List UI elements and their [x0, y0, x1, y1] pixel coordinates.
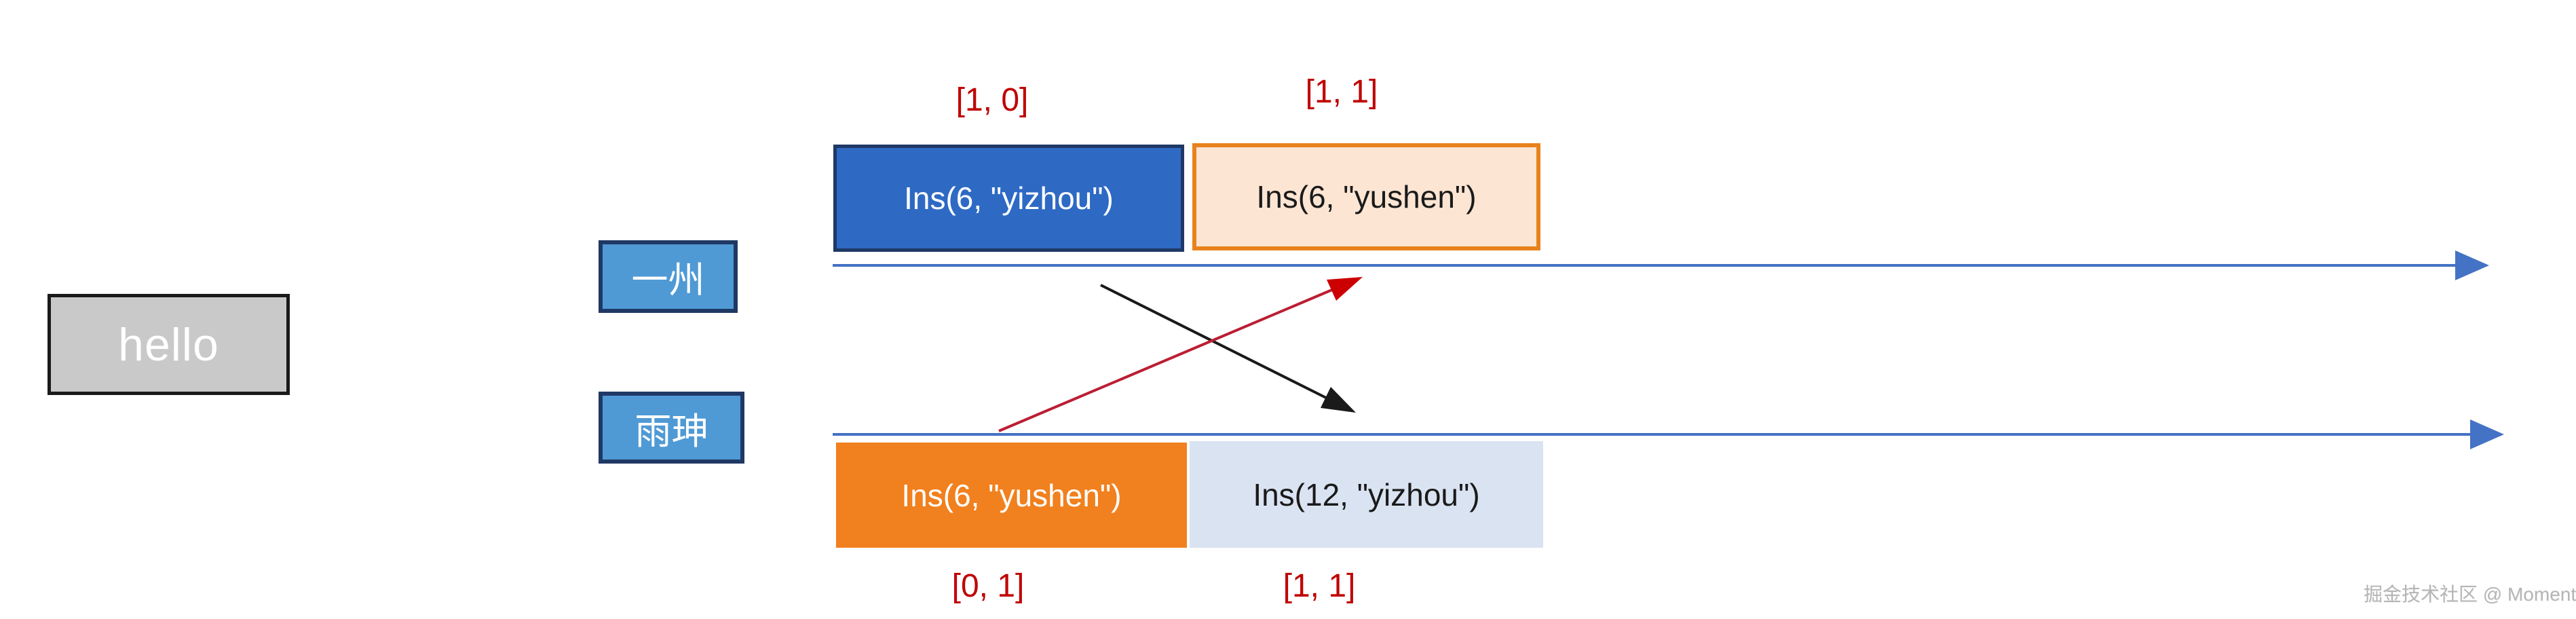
- user-name: 雨珅: [634, 411, 708, 452]
- sync-arrow-yizhou-to-yushen: [1100, 284, 1329, 400]
- op-label: Ins(6, "yushen"): [901, 477, 1122, 513]
- sync-arrow-yizhou-to-yushen-arrowhead-icon: [1321, 387, 1356, 413]
- op-label: Ins(12, "yizhou"): [1253, 476, 1480, 512]
- op-box-yizhou-local: Ins(6, "yizhou"): [833, 145, 1184, 252]
- state-vector-top-right: [1, 1]: [1305, 74, 1378, 110]
- state-vector-bottom-left: [0, 1]: [951, 568, 1025, 604]
- user-label-yushen: 雨珅: [599, 392, 744, 464]
- sync-arrow-yushen-to-yizhou-arrowhead-icon: [1327, 277, 1363, 301]
- op-box-yizhou-remote: Ins(6, "yushen"): [1192, 143, 1540, 250]
- user-label-yizhou: 一州: [599, 240, 738, 313]
- document-state-text: hello: [118, 318, 219, 371]
- user-name: 一州: [631, 260, 705, 301]
- op-label: Ins(6, "yushen"): [1256, 179, 1477, 214]
- state-vector-top-left: [1, 0]: [955, 82, 1029, 118]
- timeline-yizhou-arrowhead-icon: [2455, 250, 2489, 280]
- document-state-box: hello: [48, 294, 290, 395]
- timeline-yushen-arrowhead-icon: [2470, 419, 2504, 449]
- op-label: Ins(6, "yizhou"): [904, 181, 1114, 216]
- sync-arrow-yushen-to-yizhou: [998, 286, 1338, 432]
- watermark-text: 掘金技术社区 @ Moment: [2364, 584, 2576, 605]
- state-vector-bottom-right: [1, 1]: [1283, 568, 1356, 604]
- op-box-yushen-local: Ins(6, "yushen"): [836, 443, 1187, 548]
- op-box-yushen-remote: Ins(12, "yizhou"): [1190, 441, 1543, 548]
